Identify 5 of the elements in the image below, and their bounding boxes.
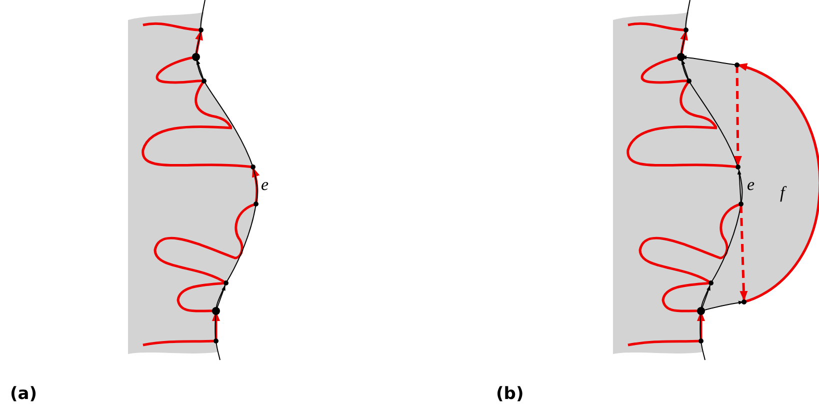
panel-label: (a) — [10, 386, 38, 403]
math-label: e — [261, 176, 269, 193]
math-label: e — [747, 176, 755, 193]
panel-label: (b) — [496, 386, 524, 403]
math-label: f — [780, 184, 785, 201]
